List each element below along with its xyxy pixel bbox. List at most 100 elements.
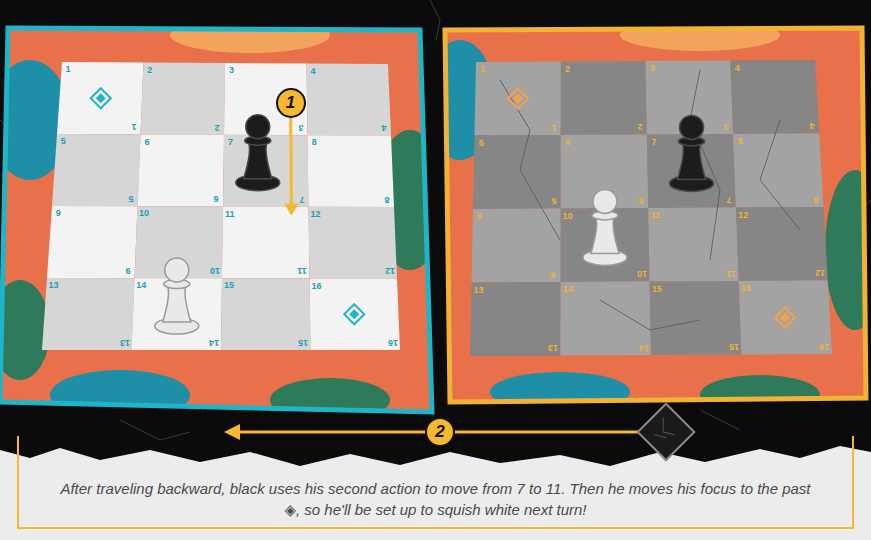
square-number: 7 [299, 195, 304, 205]
board-frame-past [0, 28, 432, 412]
square-number: 11 [225, 209, 235, 219]
board-square [141, 63, 226, 135]
square-number: 10 [210, 266, 220, 276]
white-pawn [583, 189, 627, 265]
board-square [730, 60, 819, 134]
square-number: 16 [741, 283, 751, 293]
square-number: 2 [147, 65, 152, 75]
square-number: 13 [473, 285, 483, 295]
square-number: 1 [480, 64, 485, 74]
board-square [307, 64, 392, 136]
square-number: 1 [551, 123, 556, 133]
square-number: 4 [311, 66, 316, 76]
caption-bracket [18, 436, 853, 528]
board-square [736, 207, 828, 281]
board-square [648, 208, 738, 282]
torn-background [0, 0, 871, 466]
square-number: 9 [551, 270, 556, 280]
board-square [222, 207, 310, 279]
square-number: 9 [477, 211, 482, 221]
square-number: 16 [819, 342, 829, 352]
board-square [473, 135, 561, 209]
square-number: 13 [120, 338, 130, 348]
black-pawn [670, 115, 714, 191]
move-arrow [289, 103, 293, 206]
focus-icon [344, 304, 364, 324]
square-number: 7 [228, 137, 233, 147]
board-square [42, 278, 135, 350]
square-number: 1 [66, 64, 71, 74]
board-square [561, 61, 647, 135]
square-number: 4 [735, 63, 740, 73]
square-number: 14 [209, 338, 219, 348]
square-number: 12 [815, 268, 825, 278]
square-number: 3 [298, 123, 303, 133]
square-number: 8 [814, 195, 819, 205]
checkerboard [42, 60, 832, 356]
square-number: 6 [144, 137, 149, 147]
square-number: 8 [384, 195, 389, 205]
board-square [221, 278, 311, 350]
square-number: 12 [310, 209, 320, 219]
square-number: 6 [565, 137, 570, 147]
square-number: 15 [652, 284, 662, 294]
square-number: 15 [298, 338, 308, 348]
square-number: 4 [809, 121, 814, 131]
board-square [47, 206, 138, 278]
square-number: 13 [548, 343, 558, 353]
square-number: 12 [738, 210, 748, 220]
board-cracks [500, 70, 800, 330]
board-square [52, 134, 141, 206]
square-number: 7 [726, 195, 731, 205]
square-number: 8 [312, 137, 317, 147]
square-number: 4 [382, 123, 387, 133]
square-number: 14 [639, 343, 649, 353]
focus-icon [775, 308, 795, 328]
square-number: 3 [229, 65, 234, 75]
arrow-head [284, 204, 298, 216]
square-number: 6 [639, 196, 644, 206]
focus-icons [91, 88, 795, 327]
square-number: 5 [479, 138, 484, 148]
frame-pattern [425, 19, 871, 415]
board-square [472, 209, 561, 283]
board-square [308, 135, 395, 207]
square-number: 10 [139, 208, 149, 218]
frame-pattern [0, 17, 445, 422]
board-square [739, 281, 832, 355]
square-number: 9 [125, 266, 130, 276]
square-number: 2 [215, 123, 220, 133]
arrow-head [224, 424, 240, 440]
square-number: 5 [551, 196, 556, 206]
board-square [650, 281, 742, 355]
move-arrows [224, 103, 648, 440]
board-frame-present [445, 28, 866, 402]
board-square [310, 278, 401, 350]
board-square [138, 134, 225, 206]
square-number: 12 [385, 266, 395, 276]
board-square [561, 282, 652, 356]
board-square [733, 134, 823, 208]
board-square [647, 134, 736, 208]
square-number: 10 [563, 211, 573, 221]
square-number: 3 [723, 122, 728, 132]
board-square [223, 135, 309, 207]
square-number: 9 [56, 208, 61, 218]
frame-border [445, 28, 866, 402]
square-number: 10 [637, 269, 647, 279]
caption: After traveling backward, black uses his… [60, 478, 811, 520]
square-number: 2 [565, 64, 570, 74]
black-pawn [236, 115, 280, 191]
board-square [475, 62, 561, 136]
square-number: 5 [128, 194, 133, 204]
square-number: 13 [49, 280, 59, 290]
board-square [57, 62, 144, 134]
square-number: 16 [388, 338, 398, 348]
focus-icon [508, 89, 528, 109]
board-square [470, 282, 561, 356]
square-number: 15 [729, 342, 739, 352]
torn-cracks [0, 0, 871, 440]
square-number: 16 [312, 281, 322, 291]
callout-number: 1 [276, 88, 306, 118]
